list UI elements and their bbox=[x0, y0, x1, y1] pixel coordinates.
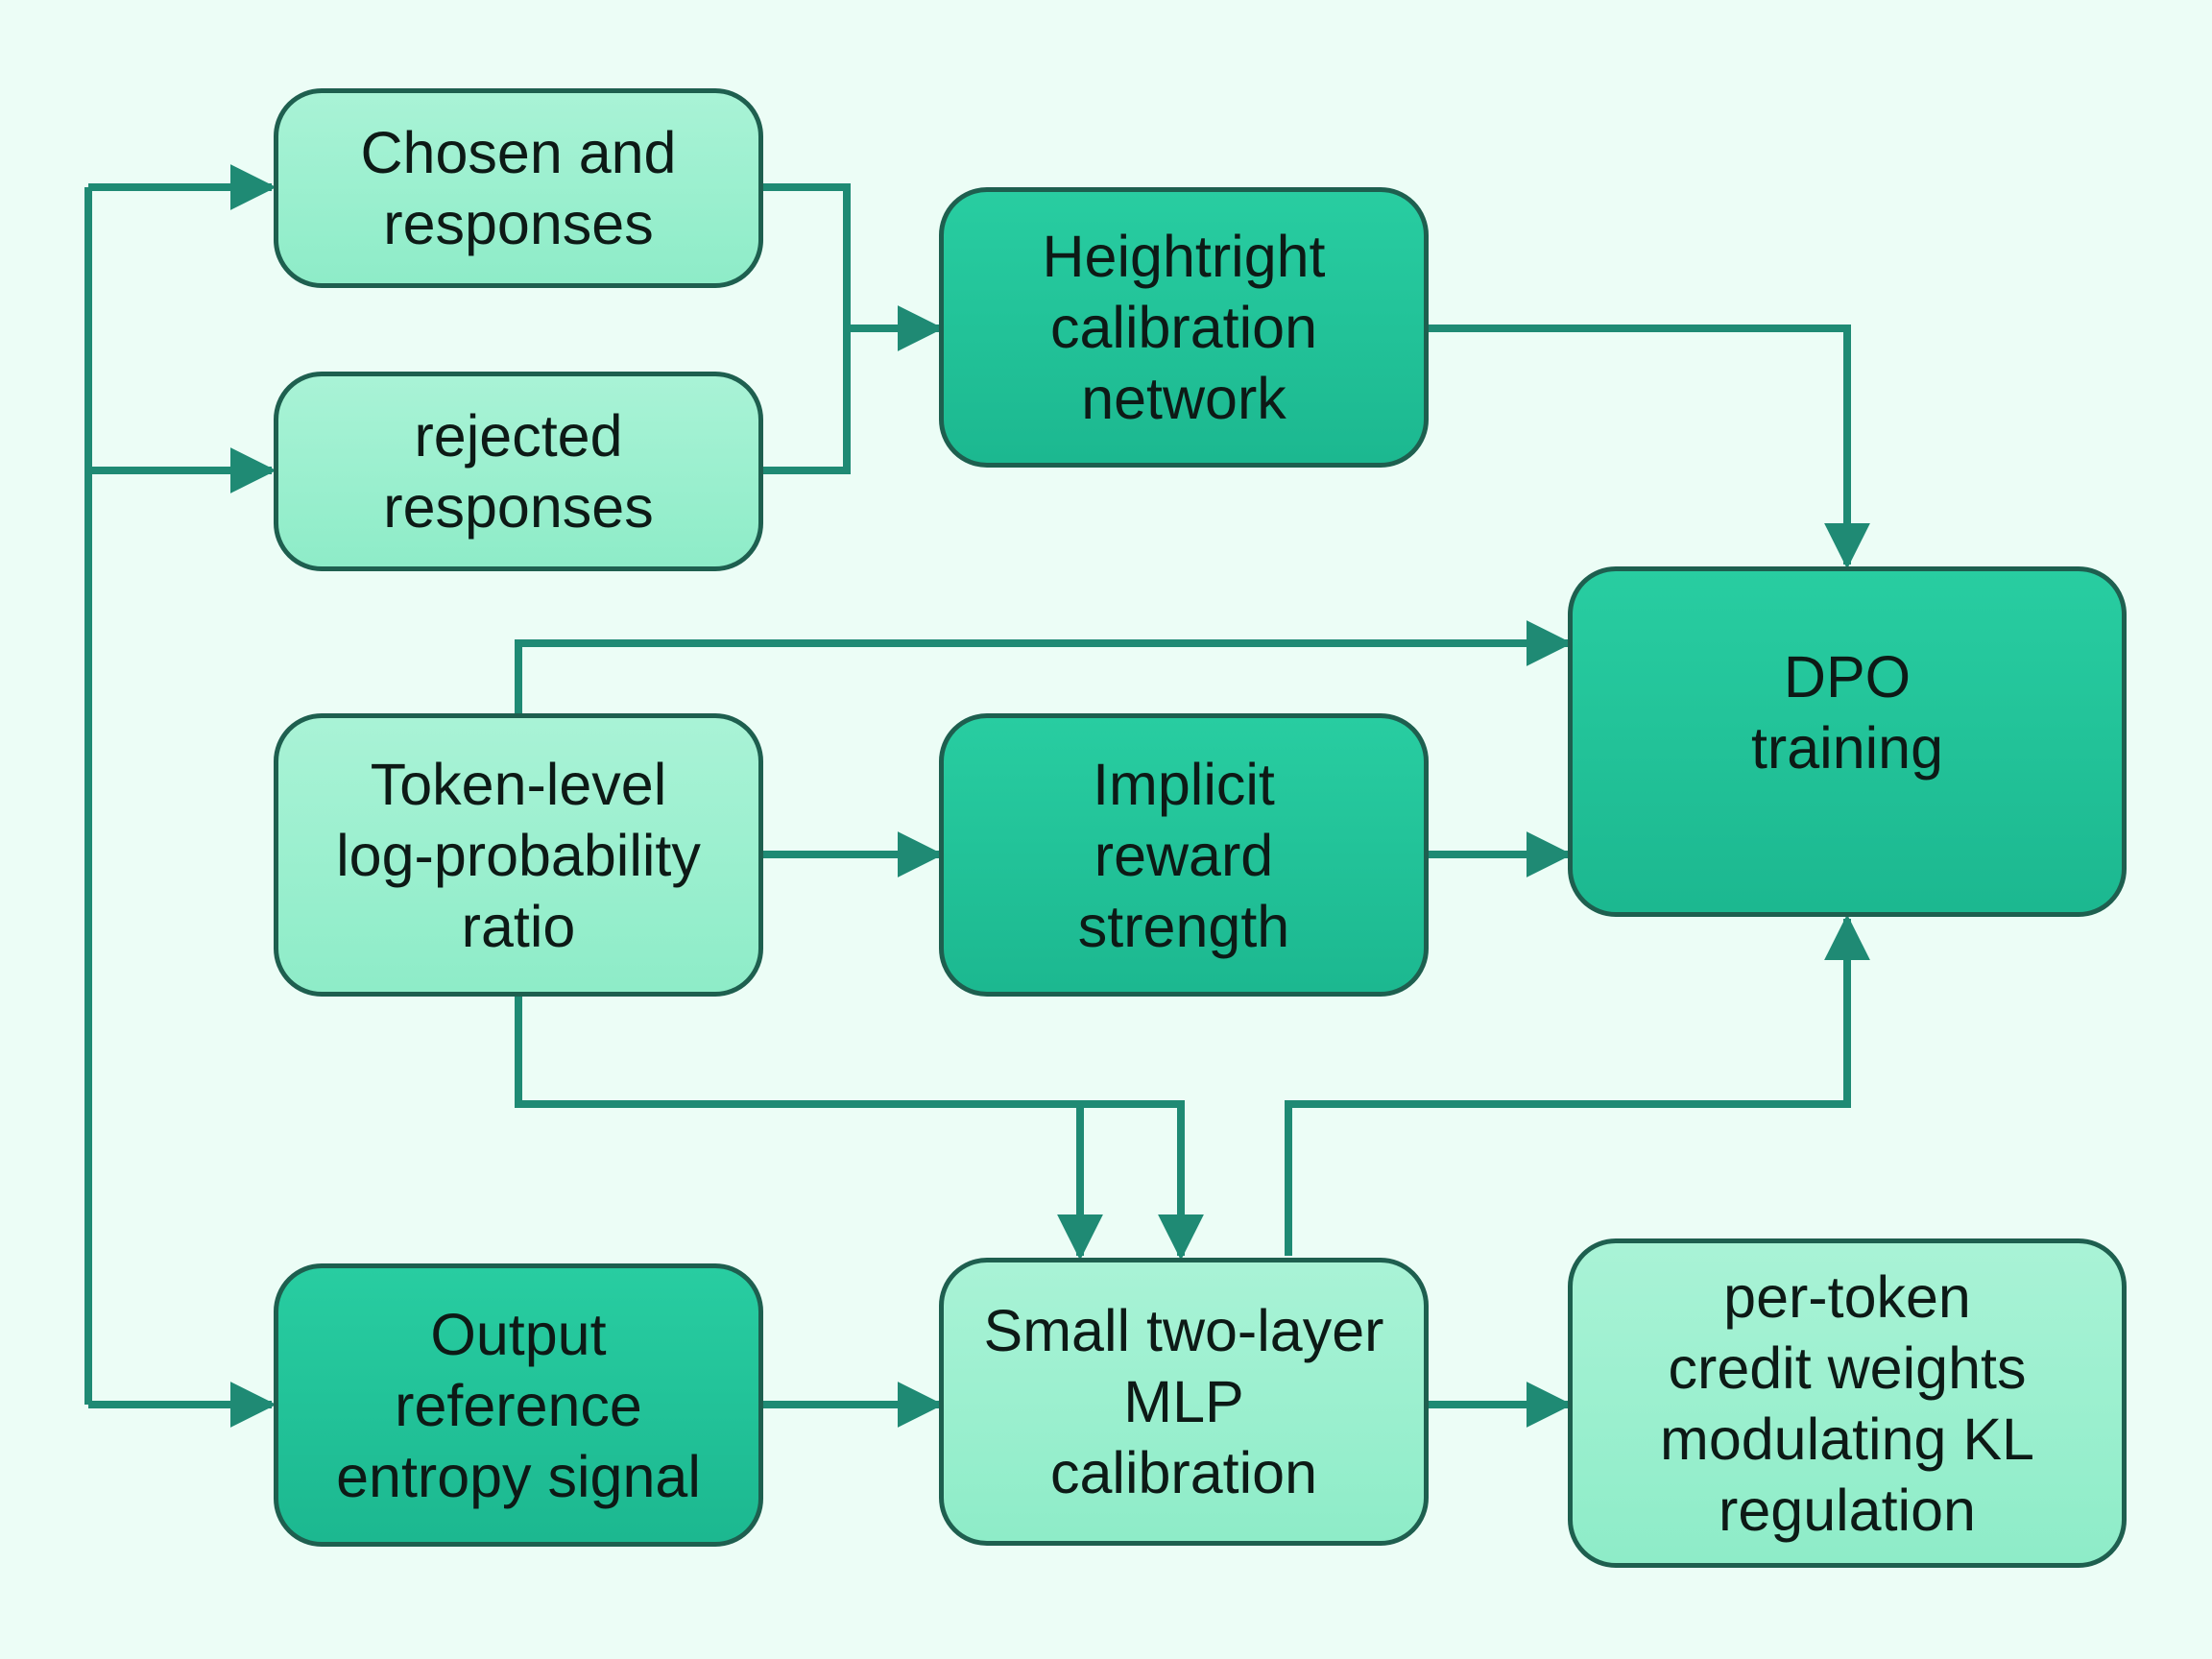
node-credit-weights: per-token credit weights modulating KL r… bbox=[1568, 1238, 2127, 1568]
node-token-ratio: Token-level log-probability ratio bbox=[274, 713, 763, 997]
node-chosen-responses-label: Chosen and responses bbox=[360, 120, 677, 256]
node-calibration-network-label: Heightright calibration network bbox=[1042, 224, 1326, 431]
edge-chosen-to-merge bbox=[763, 183, 851, 474]
node-calibration-network: Heightright calibration network bbox=[939, 187, 1429, 468]
node-rejected-responses: rejected responses bbox=[274, 372, 763, 571]
node-entropy-signal: Output reference entropy signal bbox=[274, 1263, 763, 1547]
node-implicit-reward-label: Implicit reward strength bbox=[1077, 751, 1290, 959]
node-rejected-responses-label: rejected responses bbox=[383, 403, 654, 540]
edge-token-to-mlp bbox=[515, 997, 1204, 1261]
node-dpo-training-label: DPO training bbox=[1750, 643, 1944, 781]
node-chosen-responses: Chosen and responses bbox=[274, 88, 763, 288]
node-implicit-reward: Implicit reward strength bbox=[939, 713, 1429, 997]
node-token-ratio-label: Token-level log-probability ratio bbox=[336, 751, 701, 959]
edge-mlp-to-dpo bbox=[1285, 914, 1870, 1256]
edge-token-to-dpo bbox=[515, 620, 1573, 713]
node-mlp-calibration: Small two-layer MLP calibration bbox=[939, 1258, 1429, 1546]
node-dpo-training: DPO training bbox=[1568, 566, 2127, 917]
edge-calibration-to-dpo bbox=[1429, 325, 1870, 569]
node-entropy-signal-label: Output reference entropy signal bbox=[336, 1301, 701, 1509]
node-credit-weights-label: per-token credit weights modulating KL r… bbox=[1660, 1263, 2034, 1543]
node-mlp-calibration-label: Small two-layer MLP calibration bbox=[983, 1298, 1384, 1505]
